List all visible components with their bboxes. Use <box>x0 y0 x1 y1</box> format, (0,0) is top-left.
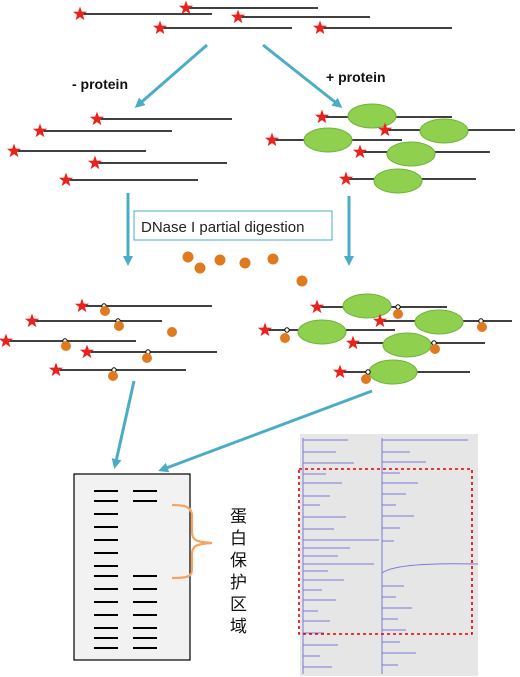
star-icon <box>32 123 48 138</box>
dnase-enzyme-icons <box>182 251 308 287</box>
dnase-icon <box>214 254 226 266</box>
dnase-step-label: DNase I partial digestion <box>141 219 304 236</box>
svg-text:域: 域 <box>230 617 247 637</box>
svg-text:区: 区 <box>230 595 247 615</box>
protected-region-highlight <box>298 468 473 635</box>
radiolabel-star-icons-naked <box>6 111 105 187</box>
arrows-to-gel <box>111 380 373 473</box>
electropherogram-panel <box>300 434 478 676</box>
dnase-icon <box>182 251 194 263</box>
star-icon <box>257 322 273 337</box>
protein-icon <box>297 319 347 345</box>
bound-protein-icons-after <box>297 293 464 385</box>
plus-protein-label: + protein <box>326 69 386 85</box>
star-icon <box>372 313 388 328</box>
protein-icon <box>414 309 464 335</box>
star-icon <box>178 0 194 15</box>
star-icon <box>377 122 393 137</box>
star-icon <box>24 313 40 328</box>
protein-icon <box>303 127 353 153</box>
star-icon <box>79 344 95 359</box>
star-icon <box>0 333 14 348</box>
star-icon <box>230 9 246 24</box>
bound-dnase-icons-bound <box>280 309 487 384</box>
input-dna-fragments <box>80 7 452 29</box>
star-icon <box>345 335 361 350</box>
protein-icon <box>368 359 418 385</box>
protected-region-bracket <box>171 503 213 580</box>
star-icon <box>332 364 348 379</box>
star-icon <box>264 132 280 147</box>
split-arrows <box>134 43 343 108</box>
svg-text:白: 白 <box>230 529 247 549</box>
protein-icon <box>382 332 432 358</box>
star-icon <box>74 298 90 313</box>
dnase-icon <box>267 253 279 265</box>
star-icon <box>338 171 354 186</box>
gel-bands-minus-lane <box>94 490 118 649</box>
digestion-arrows <box>123 193 354 266</box>
arrow-to-plus-protein <box>262 43 343 108</box>
arrow-to-minus-protein <box>134 43 208 108</box>
star-icon <box>87 155 103 170</box>
star-icon <box>314 109 330 124</box>
radiolabel-star-icons-bound <box>264 109 393 186</box>
bound-protein-icons-before <box>303 103 469 194</box>
protein-icon <box>373 168 423 194</box>
svg-text:护: 护 <box>230 573 247 593</box>
gel-image <box>73 473 191 661</box>
star-icon <box>152 20 168 35</box>
protein-icon <box>347 103 397 129</box>
star-icon <box>48 362 64 377</box>
star-icon <box>72 6 88 21</box>
star-icon <box>89 111 105 126</box>
protected-region-label: 蛋 白 保 护 区 域 <box>230 507 247 637</box>
svg-text:蛋: 蛋 <box>230 507 247 527</box>
dnase-icon <box>194 262 206 274</box>
svg-text:保: 保 <box>230 551 247 571</box>
dnase-icon <box>239 257 251 269</box>
star-icon <box>6 143 22 158</box>
dnase-icon <box>296 275 308 287</box>
cut-site-icon <box>284 327 290 333</box>
minus-protein-label: - protein <box>72 76 128 92</box>
naked-dna-fragments <box>14 118 232 181</box>
protein-icon <box>386 141 436 167</box>
star-icon <box>352 144 368 159</box>
radiolabel-star-icons-digested-naked <box>0 298 95 377</box>
bound-dnase-icons-naked <box>61 306 177 381</box>
star-icon <box>312 20 328 35</box>
star-icon <box>309 299 325 314</box>
digested-naked-dna <box>6 305 217 371</box>
radiolabel-star-icons-digested-bound <box>257 299 388 379</box>
protein-icon <box>342 293 392 319</box>
gel-bands-plus-lane <box>133 490 157 649</box>
cut-site-icon <box>365 369 371 375</box>
star-icon <box>58 172 74 187</box>
cut-site-icon <box>395 304 401 310</box>
protein-icon <box>419 118 469 144</box>
radiolabel-star-icons-top <box>72 0 328 35</box>
dnase-step-box <box>133 210 333 241</box>
